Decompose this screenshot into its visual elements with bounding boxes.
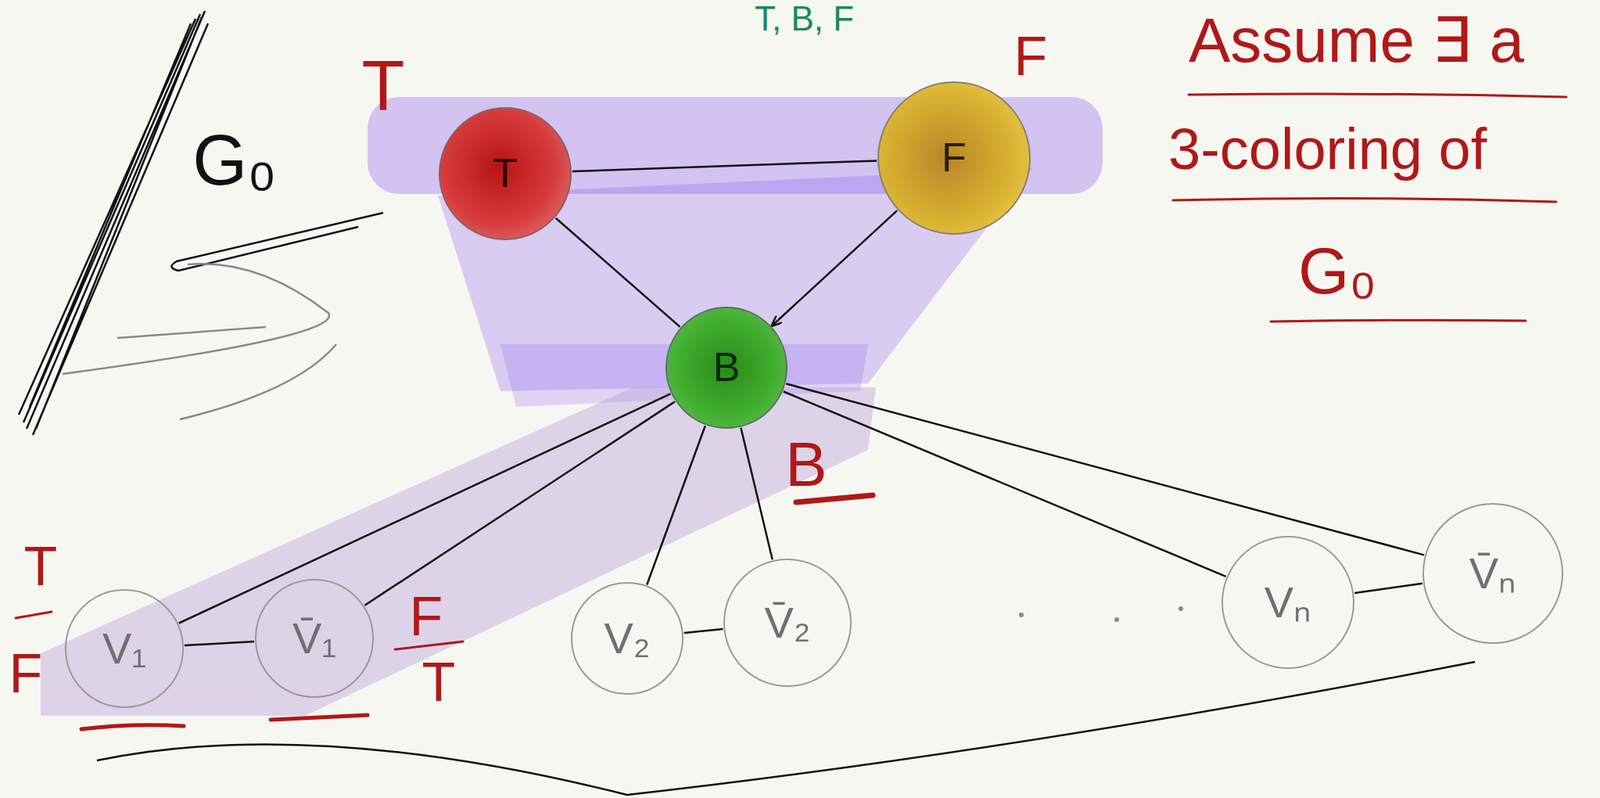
node-label: F: [941, 135, 967, 180]
circle-node: V̄₂: [723, 558, 852, 687]
brace: [96, 661, 1475, 795]
annotation: T: [24, 536, 58, 597]
node-label: Vₙ: [1264, 577, 1312, 627]
circle-node: V₁: [64, 588, 184, 708]
annotation: F: [1014, 26, 1048, 87]
annotation: G₀: [192, 121, 277, 200]
highlight-band: [40, 387, 876, 716]
edge-line: [740, 427, 772, 560]
edge-line: [785, 383, 1425, 556]
edge-line: [684, 628, 724, 633]
edge-line: [646, 425, 706, 585]
edge-line: [1354, 583, 1423, 593]
circle-node: V̄₁: [254, 578, 374, 698]
scribble: [18, 10, 384, 435]
edge-line: [184, 641, 255, 646]
circle-node: V̄ₙ: [1422, 502, 1564, 644]
circle-node: F: [877, 81, 1031, 235]
ellipsis-dots: [1018, 606, 1184, 622]
node-label: V̄ₙ: [1469, 548, 1517, 598]
annotation: B: [785, 430, 827, 499]
annotation: T: [362, 47, 406, 126]
node-label: V̄₁: [292, 613, 337, 663]
annotation: F: [9, 643, 44, 704]
annotation: G₀: [1298, 234, 1377, 307]
edge-line: [364, 401, 675, 605]
annotation: F: [409, 586, 444, 647]
circle-node: B: [665, 306, 788, 429]
annotation: T, B, F: [754, 0, 854, 38]
annotation: 3-coloring of: [1168, 117, 1487, 181]
node-label: T: [492, 150, 518, 196]
underline: [15, 93, 1567, 729]
circle-node: V₂: [570, 581, 684, 695]
edge-line: [556, 218, 681, 327]
node-label: V₂: [603, 613, 650, 663]
scribble: [62, 263, 337, 420]
edge-line: [572, 160, 877, 172]
node-label: V̄₂: [764, 598, 811, 647]
edge-line: [771, 210, 897, 326]
annotation: T: [422, 652, 456, 713]
circle-node: T: [438, 107, 572, 241]
node-label: V₁: [102, 624, 147, 673]
node-label: B: [713, 344, 741, 390]
circle-node: Vₙ: [1221, 535, 1355, 669]
annotation: Assume ∃ a: [1188, 6, 1525, 76]
